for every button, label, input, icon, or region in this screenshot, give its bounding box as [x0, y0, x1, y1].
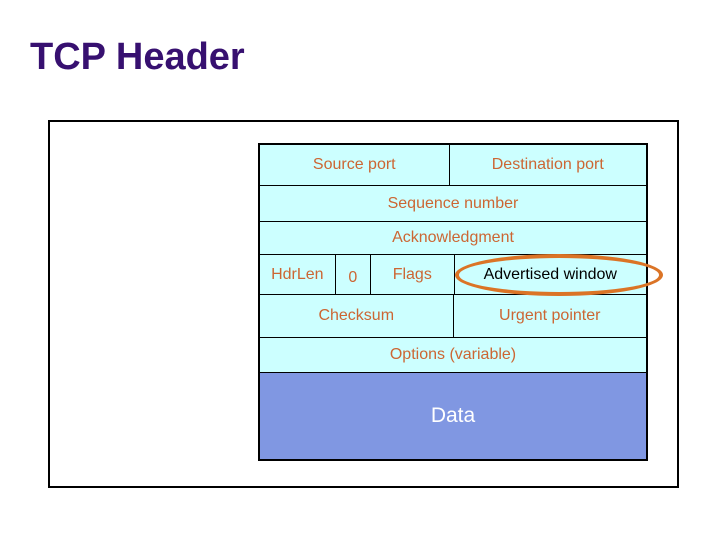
row-ports: Source port Destination port: [260, 145, 646, 186]
field-acknowledgment: Acknowledgment: [392, 229, 514, 246]
tcp-header-diagram: Source port Destination port Sequence nu…: [258, 143, 648, 461]
field-checksum: Checksum: [260, 295, 454, 337]
row-sequence-number: Sequence number: [260, 186, 646, 222]
field-advertised-window: Advertised window: [483, 265, 617, 283]
field-flags: Flags: [371, 255, 455, 294]
row-data: Data: [260, 373, 646, 459]
field-urgent-pointer: Urgent pointer: [499, 307, 601, 324]
field-destination-port: Destination port: [491, 156, 604, 173]
field-source-port: Source port: [260, 145, 450, 185]
page-title: TCP Header: [30, 36, 245, 78]
field-sequence-number: Sequence number: [387, 194, 519, 212]
slide-content-frame: Source port Destination port Sequence nu…: [48, 120, 679, 488]
row-checksum-urgent: Checksum Urgent pointer: [260, 295, 646, 338]
field-hdr-len-value: 0: [336, 255, 372, 294]
field-options: Options (variable): [389, 346, 517, 363]
field-hdr-len: HdrLen: [260, 255, 336, 294]
field-data: Data: [430, 404, 476, 427]
row-options: Options (variable): [260, 338, 646, 373]
hdr-len-value-text: 0: [348, 268, 358, 286]
row-acknowledgment: Acknowledgment: [260, 222, 646, 255]
row-hdrlen-flags-window: HdrLen 0 Flags Advertised window: [260, 255, 646, 295]
